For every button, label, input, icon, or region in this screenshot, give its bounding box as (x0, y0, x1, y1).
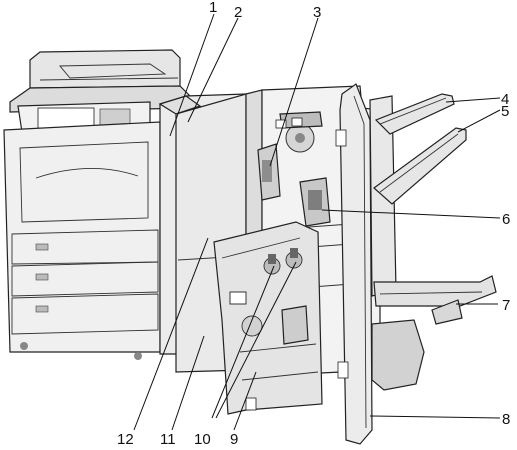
booklet-unit-edge (221, 237, 301, 259)
callout-4: 4 (501, 91, 509, 108)
callout-2: 2 (234, 4, 242, 21)
leader-10a (211, 265, 275, 419)
upper-roller-hub (295, 133, 305, 143)
leader-1 (169, 13, 215, 137)
leader-6 (321, 209, 501, 219)
top-tray (374, 93, 455, 135)
leader-3 (269, 17, 319, 167)
callout-1: 1 (209, 0, 217, 16)
tray-handle-2 (35, 273, 49, 281)
leader-11 (171, 335, 205, 431)
callout-6: 6 (502, 211, 510, 228)
caster-left (20, 342, 28, 350)
callout-9: 9 (230, 431, 238, 448)
leader-2 (187, 17, 239, 123)
callout-8: 8 (502, 411, 510, 428)
stacker-tray-edge (379, 133, 459, 193)
upper-lever-a (275, 119, 287, 129)
keypad (99, 108, 131, 126)
booklet-staple-handle (308, 190, 322, 210)
booklet-divider-2 (241, 371, 319, 381)
leader-4 (445, 97, 501, 103)
leader-8 (369, 415, 501, 419)
booklet-output-tray (373, 275, 497, 307)
callout-10: 10 (194, 431, 211, 448)
stacker-tray (373, 127, 467, 205)
leader-12 (133, 237, 209, 431)
upper-lever-b (291, 117, 303, 127)
booklet-unit-body (213, 221, 323, 415)
callout-11: 11 (160, 431, 176, 448)
booklet-label-plate (229, 291, 247, 305)
callout-leader-lines (133, 13, 501, 431)
booklet-tray-base (371, 319, 425, 391)
front-cover-curve (35, 168, 139, 179)
booklet-head-left-tab (268, 254, 276, 264)
paper-tray-2 (11, 261, 159, 297)
door-hinge-upper (335, 129, 347, 147)
front-door-fold (353, 95, 367, 429)
booklet-unit (213, 221, 323, 415)
staple-cartridge-handle (262, 160, 272, 182)
front-cover (19, 141, 149, 223)
top-tray-edge (379, 97, 447, 125)
tray-handle-3 (35, 305, 49, 313)
booklet-tray-edge (379, 291, 483, 295)
leader-5 (457, 109, 501, 133)
booklet-divider-1 (239, 343, 317, 353)
finisher-front-door (335, 83, 373, 445)
caster-right (134, 352, 142, 360)
printer-body (3, 121, 161, 353)
output-trays (369, 93, 497, 391)
booklet-foot (245, 397, 257, 411)
tray-handle-1 (35, 243, 49, 251)
leader-9 (233, 371, 257, 431)
booklet-lower-block (281, 305, 309, 345)
main-printer-unit (3, 49, 191, 360)
feeder-tray (59, 63, 167, 79)
callout-labels: 1 2 3 4 5 6 7 8 9 10 11 12 (117, 0, 510, 448)
booklet-head-right-tab (290, 248, 298, 258)
feeder-edge (39, 77, 179, 81)
leader-10b (215, 261, 297, 419)
interface-module-top (158, 95, 202, 115)
touch-screen (37, 107, 95, 129)
booklet-tray-support (431, 299, 463, 325)
callout-12: 12 (117, 431, 134, 448)
door-hinge-lower (337, 361, 349, 379)
paper-tray-3 (11, 293, 159, 335)
callout-5: 5 (501, 103, 509, 120)
callout-3: 3 (313, 4, 321, 21)
callout-7: 7 (502, 297, 510, 314)
